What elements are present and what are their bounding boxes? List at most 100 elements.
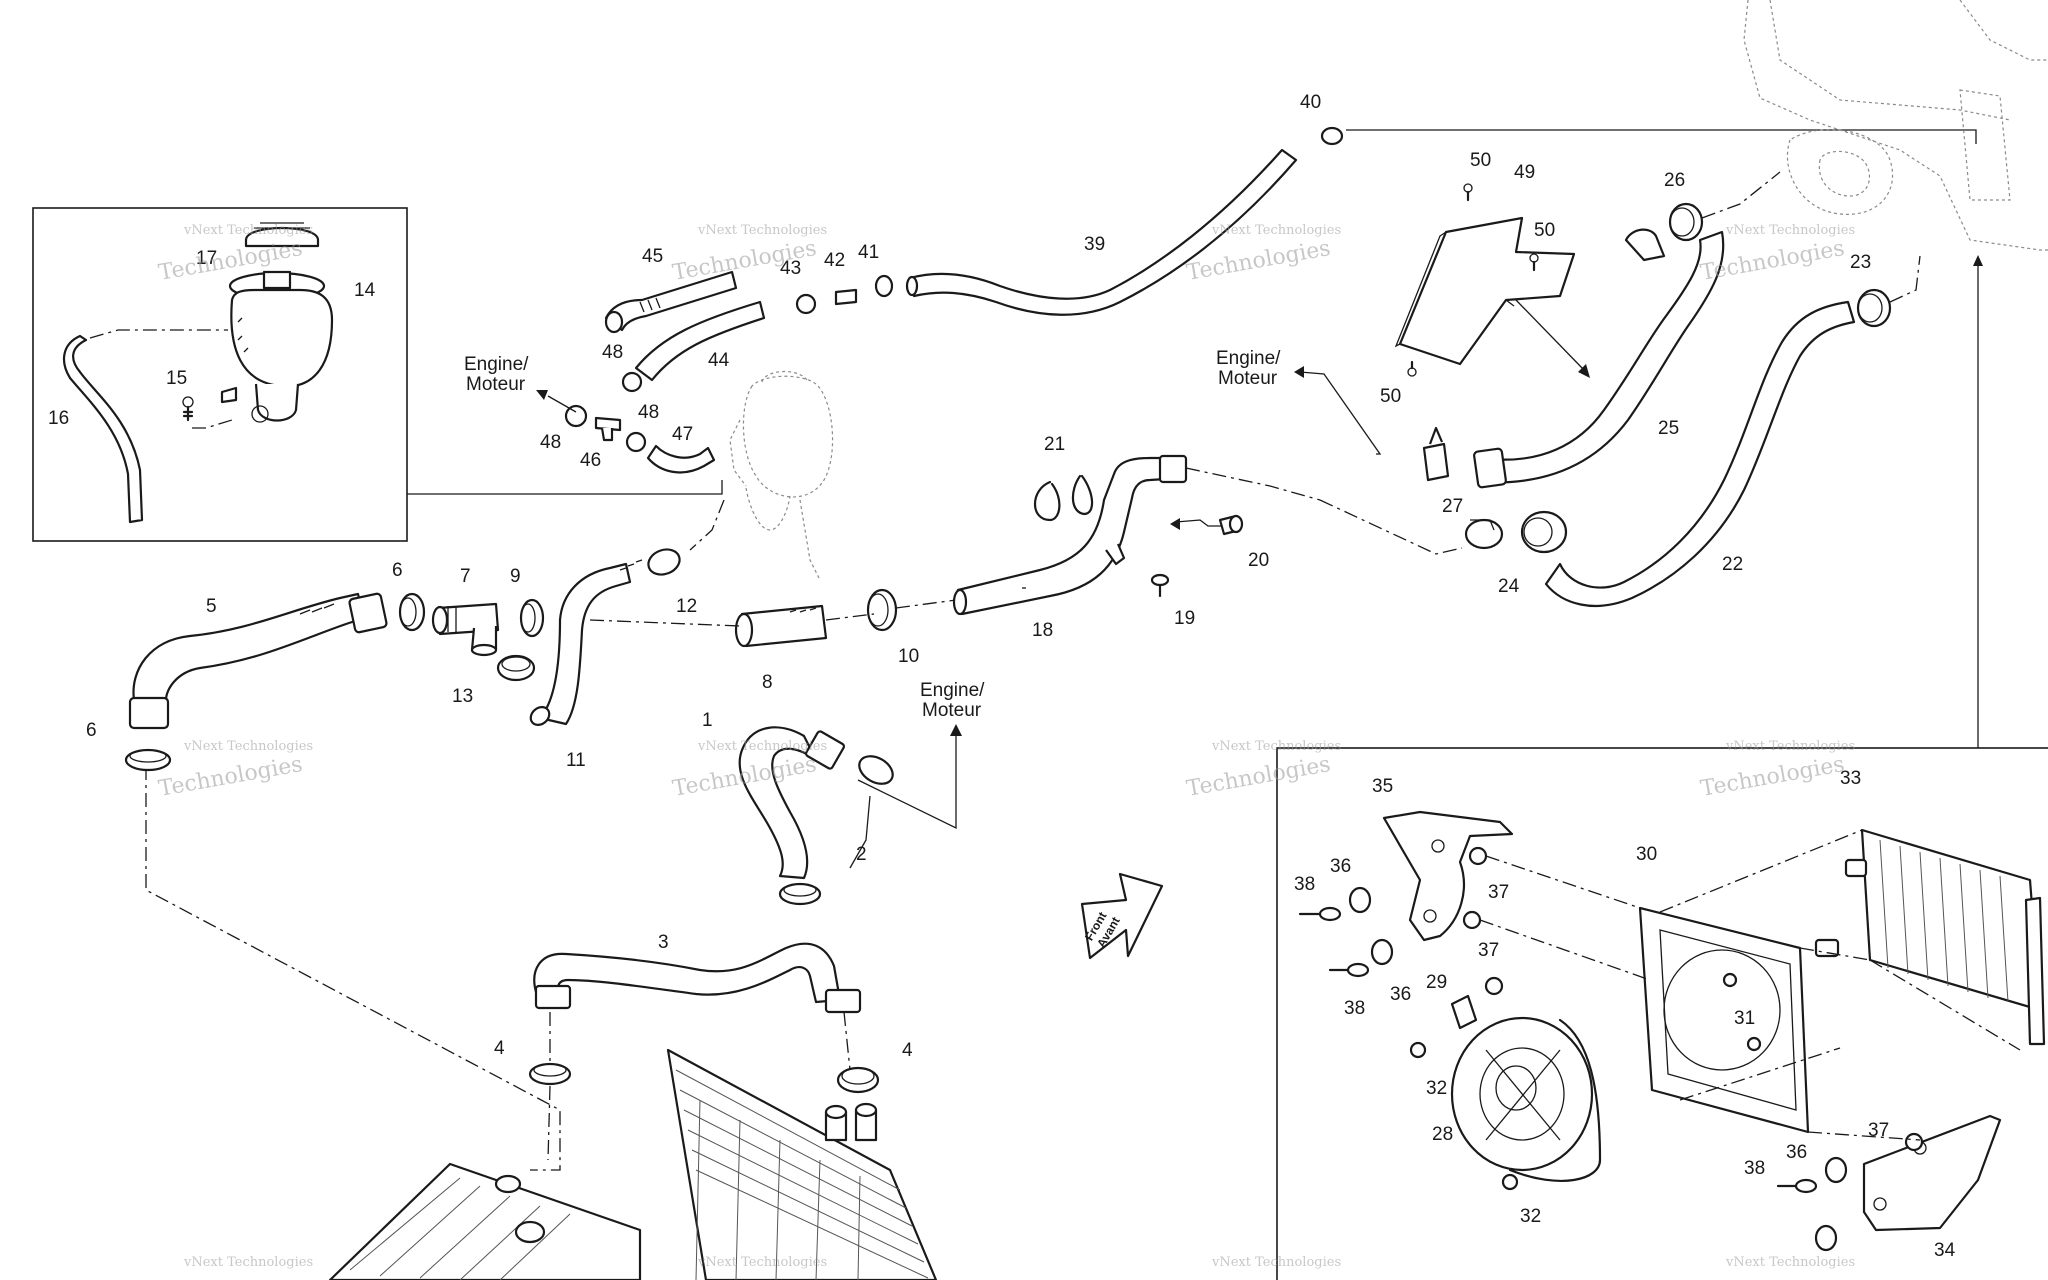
fan-bracket-35 (1382, 810, 1514, 942)
screw-50-a (1463, 183, 1473, 202)
svg-text:vNext Technologies: vNext Technologies (1211, 223, 1341, 238)
svg-text:vNext Technologies: vNext Technologies (697, 223, 827, 238)
callout-36-a: 36 (1330, 856, 1351, 877)
hose-3 (533, 942, 842, 1004)
sensor-20 (1218, 514, 1244, 536)
callout-26: 26 (1664, 170, 1685, 191)
clamp-6-right (398, 592, 426, 632)
screw-31-a (1722, 972, 1738, 988)
overflow-hose-16 (62, 334, 144, 524)
screw-38-c (1776, 1178, 1818, 1194)
callout-30: 30 (1636, 844, 1657, 865)
watermark-l: vNext Technologies (1725, 1255, 1855, 1270)
svg-text:Technologies: Technologies (1185, 752, 1333, 802)
hose-8 (734, 604, 828, 648)
hose-44 (634, 300, 766, 382)
callout-38-b: 38 (1344, 998, 1365, 1019)
callout-11: 11 (566, 750, 586, 771)
svg-text:vNext Technologies: vNext Technologies (1725, 1255, 1855, 1270)
callout-32-a: 32 (1426, 1078, 1447, 1099)
svg-text:Moteur: Moteur (466, 374, 526, 395)
clamp-48-left (564, 404, 588, 428)
callout-35: 35 (1372, 776, 1393, 797)
clamp-43 (795, 293, 817, 315)
callout-6-left: 6 (86, 720, 97, 741)
callout-28: 28 (1432, 1124, 1453, 1145)
callout-45: 45 (642, 246, 663, 267)
callout-5: 5 (206, 596, 217, 617)
callout-6-top: 6 (392, 560, 403, 581)
callout-4-right: 4 (902, 1040, 913, 1061)
svg-text:Technologies: Technologies (1699, 752, 1847, 802)
callout-41: 41 (858, 242, 879, 263)
svg-text:vNext Technologies: vNext Technologies (183, 1255, 313, 1270)
washer-36-c (1824, 1156, 1848, 1184)
clamp-2-bottom (778, 882, 822, 906)
hose-5 (132, 592, 366, 702)
clamp-23 (1856, 288, 1892, 328)
nut-32-a (1409, 1041, 1427, 1059)
callout-46: 46 (580, 450, 601, 471)
svg-text:Technologies: Technologies (157, 752, 305, 802)
coolant-pipe-18 (952, 454, 1188, 616)
callout-42: 42 (824, 250, 845, 271)
svg-text:Engine/: Engine/ (1216, 348, 1281, 369)
callout-23: 23 (1850, 252, 1871, 273)
clamp-10 (866, 588, 898, 632)
screw-50-c (1407, 360, 1417, 377)
nut-37-b (1462, 910, 1482, 930)
callout-3: 3 (658, 932, 669, 953)
callout-9: 9 (510, 566, 521, 587)
tee-46 (594, 416, 622, 442)
clip-21 (1034, 474, 1094, 522)
svg-text:Moteur: Moteur (1218, 368, 1278, 389)
callout-22: 22 (1722, 554, 1743, 575)
engine-label-center: Engine/ Moteur (920, 680, 985, 721)
hose-45 (604, 270, 738, 332)
expansion-tank-inset (220, 222, 334, 423)
engine-label-left: Engine/ Moteur (464, 354, 529, 395)
watermark-g: vNext Technologies Technologies (1185, 739, 1341, 802)
fan-motor-28 (1450, 1016, 1602, 1182)
callout-34: 34 (1934, 1240, 1956, 1261)
clamp-24 (1464, 518, 1504, 550)
callout-31: 31 (1734, 1008, 1755, 1029)
callout-29: 29 (1426, 972, 1447, 993)
tee-fitting-7 (431, 602, 500, 657)
callout-10: 10 (898, 646, 919, 667)
svg-text:vNext Technologies: vNext Technologies (1725, 223, 1855, 238)
clamp-4-left (528, 1062, 572, 1086)
svg-text:vNext Technologies: vNext Technologies (183, 223, 313, 238)
hose-47 (646, 444, 716, 474)
screw-38-b (1328, 962, 1370, 978)
callout-37-b: 37 (1478, 940, 1499, 961)
screw-38-a (1298, 906, 1342, 922)
callout-44: 44 (708, 350, 730, 371)
callout-48-left: 48 (540, 432, 561, 453)
callout-18: 18 (1032, 620, 1053, 641)
fan-shroud-30 (1638, 906, 1810, 1134)
callout-38-a: 38 (1294, 874, 1315, 895)
svg-text:vNext Technologies: vNext Technologies (1211, 1255, 1341, 1270)
screw-15 (182, 396, 194, 422)
callout-20: 20 (1248, 550, 1269, 571)
engine-ghost (1743, 0, 2048, 251)
svg-text:vNext Technologies: vNext Technologies (1725, 739, 1855, 754)
clamp-41 (874, 274, 894, 298)
screw-31-b (1746, 1036, 1762, 1052)
reservoir-detail-inset (32, 207, 408, 542)
watermark-i: vNext Technologies (183, 1255, 313, 1270)
callout-36-c: 36 (1786, 1142, 1807, 1163)
clamp-27 (1422, 426, 1450, 482)
radiator-core-center (666, 1048, 938, 1280)
callout-32-b: 32 (1520, 1206, 1541, 1227)
screw-50-b (1529, 253, 1539, 272)
callout-7: 7 (460, 566, 471, 587)
callout-40: 40 (1300, 92, 1321, 113)
callout-1: 1 (702, 710, 713, 731)
svg-text:vNext Technologies: vNext Technologies (183, 739, 313, 754)
callout-48-right: 48 (638, 402, 659, 423)
washer-36-d (1814, 1224, 1838, 1252)
svg-text:vNext Technologies: vNext Technologies (1211, 739, 1341, 754)
